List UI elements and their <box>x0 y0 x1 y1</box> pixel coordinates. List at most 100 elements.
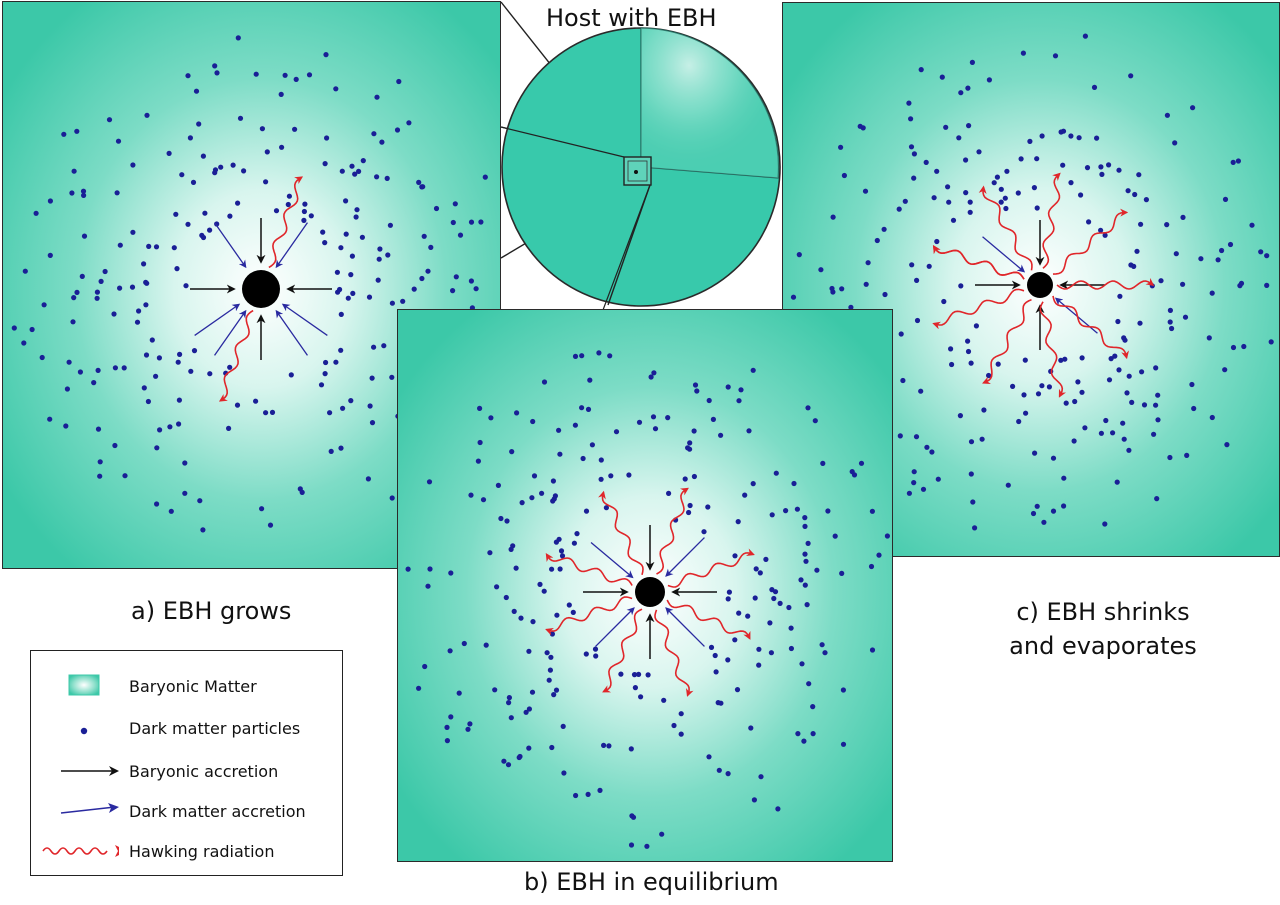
dark-matter-particle <box>876 552 882 558</box>
dark-matter-particle <box>1215 257 1221 263</box>
dark-matter-accretion-arrow <box>275 222 308 269</box>
dark-matter-particle <box>806 681 812 687</box>
dark-matter-particle <box>798 577 804 583</box>
dark-matter-particle <box>908 116 914 122</box>
dark-matter-particle <box>547 667 553 673</box>
dark-matter-particle <box>514 410 520 416</box>
dark-matter-particle <box>706 754 712 760</box>
panel-ebh-equilibrium <box>397 309 893 862</box>
dark-matter-particle <box>1010 383 1016 389</box>
dark-matter-particle <box>200 234 207 241</box>
dark-matter-particle <box>1134 248 1140 254</box>
dark-matter-particle <box>791 480 797 487</box>
dark-matter-particle <box>1115 318 1121 325</box>
dark-matter-particle <box>157 427 163 433</box>
dark-matter-particle <box>742 492 748 498</box>
hawking-radiation-arrow <box>268 176 304 269</box>
dark-matter-particle <box>819 642 825 648</box>
hawking-radiation-arrow <box>1052 208 1129 275</box>
dark-matter-particle <box>519 500 525 506</box>
dark-matter-particle <box>444 724 450 730</box>
dark-matter-particle <box>292 126 298 132</box>
dark-matter-particle <box>121 365 127 371</box>
dark-matter-particle <box>29 326 35 333</box>
dark-matter-particle <box>263 179 269 185</box>
dark-matter-particle <box>197 498 203 504</box>
dark-matter-particle <box>579 353 585 359</box>
dark-matter-particle <box>338 445 344 451</box>
dark-matter-particle <box>692 382 699 388</box>
dark-matter-particle <box>1137 320 1143 326</box>
dark-matter-particle <box>607 353 613 359</box>
dark-matter-particle <box>299 489 305 495</box>
dark-matter-particle <box>1071 438 1077 444</box>
dark-matter-particle <box>1128 73 1134 79</box>
dark-matter-particle <box>914 317 921 324</box>
dark-matter-particle <box>112 365 118 371</box>
dark-matter-particle <box>1189 381 1195 388</box>
dark-matter-particle <box>320 229 326 235</box>
dark-matter-particle <box>541 379 548 385</box>
dark-matter-particle <box>1124 390 1130 396</box>
dark-matter-particle <box>371 344 377 350</box>
dark-matter-particle <box>1268 339 1274 345</box>
dark-matter-particle <box>63 423 69 429</box>
dark-matter-particle <box>631 672 638 678</box>
dark-matter-particle <box>822 650 828 656</box>
dark-matter-particle <box>1139 369 1145 375</box>
dark-matter-particle <box>802 551 808 557</box>
dark-matter-particle <box>130 162 136 168</box>
dark-matter-particle <box>301 208 307 215</box>
dark-matter-particle <box>185 221 191 227</box>
dark-matter-particle <box>359 234 365 240</box>
dark-matter-particle <box>745 613 751 619</box>
dark-matter-particle <box>338 245 344 251</box>
dark-matter-particle <box>1075 379 1081 385</box>
dark-matter-particle <box>517 753 523 760</box>
dark-matter-particle <box>214 70 220 76</box>
dark-matter-particle <box>712 652 718 659</box>
dark-matter-particle <box>935 476 941 482</box>
dark-matter-particle <box>788 645 794 652</box>
hawking-radiation-arrow <box>1039 301 1067 398</box>
dark-matter-particle <box>282 72 288 78</box>
legend-label-dark-matter-accretion: Dark matter accretion <box>129 802 306 821</box>
dark-matter-particle <box>1209 414 1215 421</box>
dark-matter-particle <box>945 184 951 190</box>
dark-matter-particle <box>1099 171 1105 177</box>
dark-matter-particle <box>1155 417 1161 423</box>
dark-matter-particle <box>708 644 715 650</box>
dark-matter-dot-icon <box>80 727 88 735</box>
dark-matter-particle <box>518 615 524 621</box>
dark-matter-particle <box>327 410 333 416</box>
hawking-radiation-arrow <box>932 245 1025 280</box>
dark-matter-particle <box>405 566 411 572</box>
dark-matter-particle <box>1016 418 1022 425</box>
dark-matter-particle <box>374 94 380 100</box>
dark-matter-particle <box>884 533 890 539</box>
dark-matter-particle <box>97 473 103 479</box>
dark-matter-particle <box>428 244 434 250</box>
dark-matter-particle <box>553 539 559 545</box>
dark-matter-particle <box>1264 282 1270 288</box>
panel-b-illustration <box>398 310 892 861</box>
dark-matter-particle <box>832 533 838 539</box>
dark-matter-particle <box>468 219 475 225</box>
hawking-radiation-arrow <box>218 309 254 402</box>
dark-matter-particle <box>546 677 552 683</box>
dark-matter-particle <box>736 398 742 404</box>
dark-matter-particle <box>117 242 123 248</box>
dark-matter-particle <box>286 193 292 199</box>
dark-matter-particle <box>825 508 831 514</box>
legend-row-dark-matter: Dark matter particles <box>31 714 342 742</box>
dark-matter-particle <box>1141 402 1148 408</box>
dark-matter-particle <box>416 685 422 691</box>
dark-matter-particle <box>1002 195 1008 201</box>
dark-matter-particle <box>448 714 454 720</box>
dark-matter-particle <box>1035 391 1042 397</box>
dark-matter-particle <box>914 277 920 283</box>
dark-matter-particle <box>1110 430 1116 436</box>
dark-matter-particle <box>377 246 383 252</box>
dark-matter-particle <box>1158 278 1164 284</box>
dark-matter-particle <box>234 402 241 408</box>
